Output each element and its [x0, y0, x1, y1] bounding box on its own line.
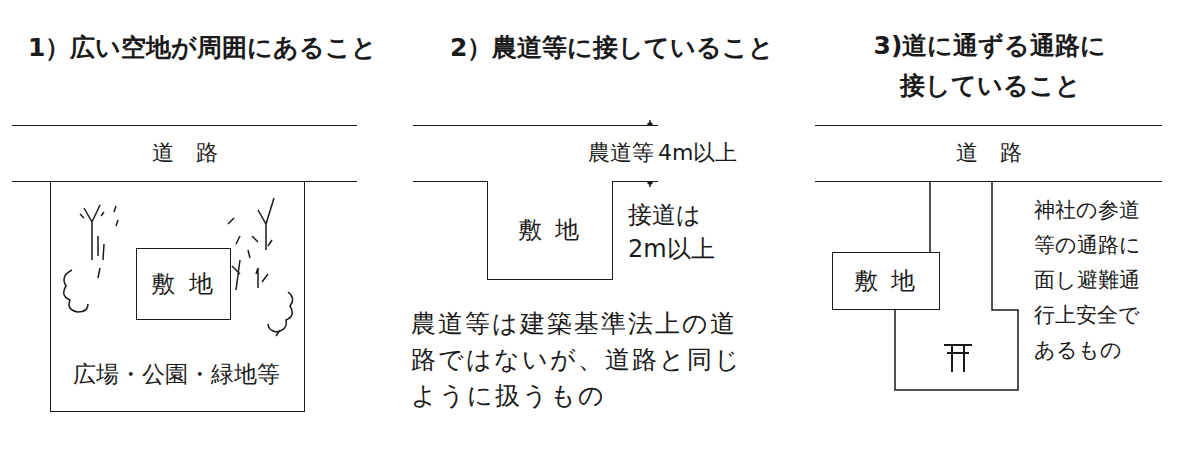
node-text: 道 路: [815, 140, 1162, 166]
shrine-note: 神社の参道等の通路に面し避難通行上安全であるもの: [1034, 193, 1144, 368]
condition-heading: 3)道に通ずる通路に 接していること: [840, 26, 1140, 106]
passage-outline: [929, 182, 931, 252]
condition-heading: 1）広い空地が周囲にあること: [28, 30, 428, 66]
node-text: 道 路: [12, 140, 357, 166]
road-band: 道 路: [815, 125, 1162, 182]
node-text: 敷 地: [137, 270, 230, 299]
open-space-area: 広場・公園・緑地等 敷 地: [50, 182, 305, 412]
site-box: 敷 地: [832, 252, 940, 310]
site-box: 敷 地: [136, 248, 231, 320]
node-text: 敷 地: [488, 216, 612, 245]
frontage-note: 接道は 2m以上: [628, 198, 743, 266]
torii-symbol: [944, 345, 972, 372]
node-text: 農道等: [413, 140, 654, 166]
tree-illustration: [64, 198, 293, 336]
road-band: 道 路: [12, 125, 357, 182]
node-text: 広場・公園・緑地等: [73, 361, 304, 389]
farm-road-band: 農道等: [413, 125, 658, 182]
dimension-label: 4m以上: [656, 138, 739, 168]
explanatory-note: 農道等は建築基準法上の道路ではないが、道路と同じように扱うもの: [411, 306, 757, 414]
condition-heading: 2）農道等に接していること: [450, 30, 830, 66]
site-box: 敷 地: [487, 181, 613, 280]
node-text: 敷 地: [833, 267, 939, 296]
